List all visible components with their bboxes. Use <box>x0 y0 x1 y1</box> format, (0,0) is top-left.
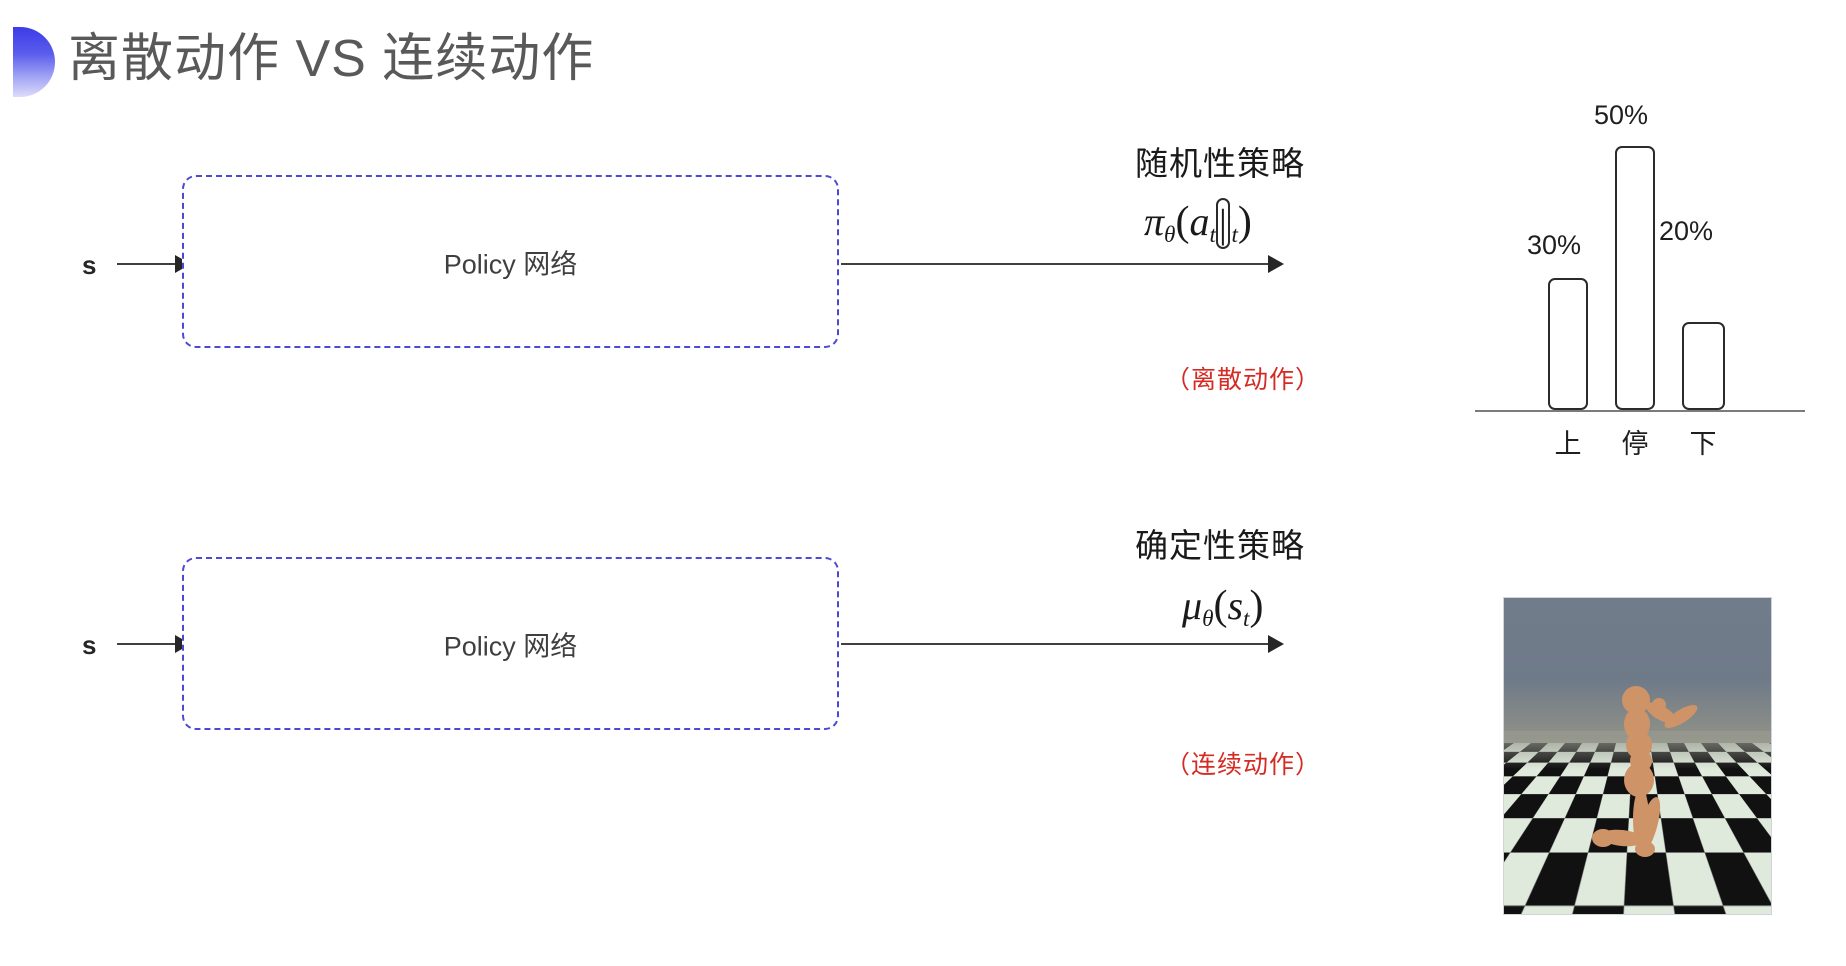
bar-value-label-2: 20% <box>1658 216 1714 246</box>
formula-open-paren: ( <box>1175 199 1190 245</box>
formula-deterministic-policy: μθ(st) <box>1182 582 1264 633</box>
formula-conditional-bar: | <box>1215 198 1230 249</box>
policy-network-label-continuous: Policy 网络 <box>443 631 578 661</box>
bar-category-label-2: 下 <box>1689 429 1717 459</box>
formula-close-paren-2: ) <box>1249 583 1264 629</box>
formula-stochastic-policy: πθ(at|st) <box>1144 198 1252 249</box>
formula-arg-action-subscript: t <box>1209 221 1216 248</box>
title-accent-shape <box>13 27 55 97</box>
policy-network-label-discrete: Policy 网络 <box>443 249 578 279</box>
bar-value-label-1: 50% <box>1593 100 1649 130</box>
chart-baseline-axis <box>1475 410 1805 412</box>
action-probability-bar-chart: 30% 50% 20% 上 停 下 <box>1460 100 1820 460</box>
formula-subscript-theta: θ <box>1164 221 1176 248</box>
humanoid-right-hand <box>1652 698 1666 712</box>
bar-2-down[interactable] <box>1682 322 1725 410</box>
state-input-label-discrete: s <box>82 250 97 280</box>
policy-network-box-continuous[interactable]: Policy 网络 <box>182 557 839 730</box>
page-title: 离散动作 VS 连续动作 <box>68 30 595 88</box>
formula-arg-state-subscript: t <box>1231 221 1238 248</box>
formula-subscript-theta-2: θ <box>1202 605 1214 632</box>
formula-arg-action: a <box>1189 199 1210 244</box>
formula-symbol-pi: π <box>1144 199 1165 244</box>
formula-arg-state-subscript-2: t <box>1243 605 1250 632</box>
note-continuous-action: （连续动作） <box>1165 751 1322 779</box>
input-arrow-line-discrete <box>117 263 183 265</box>
state-input-label-continuous: s <box>82 630 97 660</box>
output-arrow-line-continuous <box>841 643 1277 645</box>
output-arrow-head-discrete <box>1268 255 1284 273</box>
humanoid-right-foot <box>1592 829 1614 847</box>
policy-kind-deterministic: 确定性策略 <box>1135 527 1305 564</box>
output-arrow-line-discrete <box>841 263 1277 265</box>
formula-arg-state-2: s <box>1227 583 1244 628</box>
formula-open-paren-2: ( <box>1213 583 1228 629</box>
bar-category-label-0: 上 <box>1554 429 1582 459</box>
bar-category-label-1: 停 <box>1621 429 1649 459</box>
policy-network-box-discrete[interactable]: Policy 网络 <box>182 175 839 348</box>
note-discrete-action: （离散动作） <box>1165 366 1322 394</box>
input-arrow-line-continuous <box>117 643 183 645</box>
bar-1-stop[interactable] <box>1615 146 1655 410</box>
bar-value-label-0: 30% <box>1526 230 1582 260</box>
formula-symbol-mu: μ <box>1182 583 1203 628</box>
humanoid-simulation-image <box>1503 597 1772 915</box>
policy-kind-stochastic: 随机性策略 <box>1135 145 1305 182</box>
output-arrow-head-continuous <box>1268 635 1284 653</box>
humanoid-left-foot <box>1635 841 1655 857</box>
bar-0-up[interactable] <box>1548 278 1588 410</box>
formula-close-paren: ) <box>1237 199 1252 245</box>
